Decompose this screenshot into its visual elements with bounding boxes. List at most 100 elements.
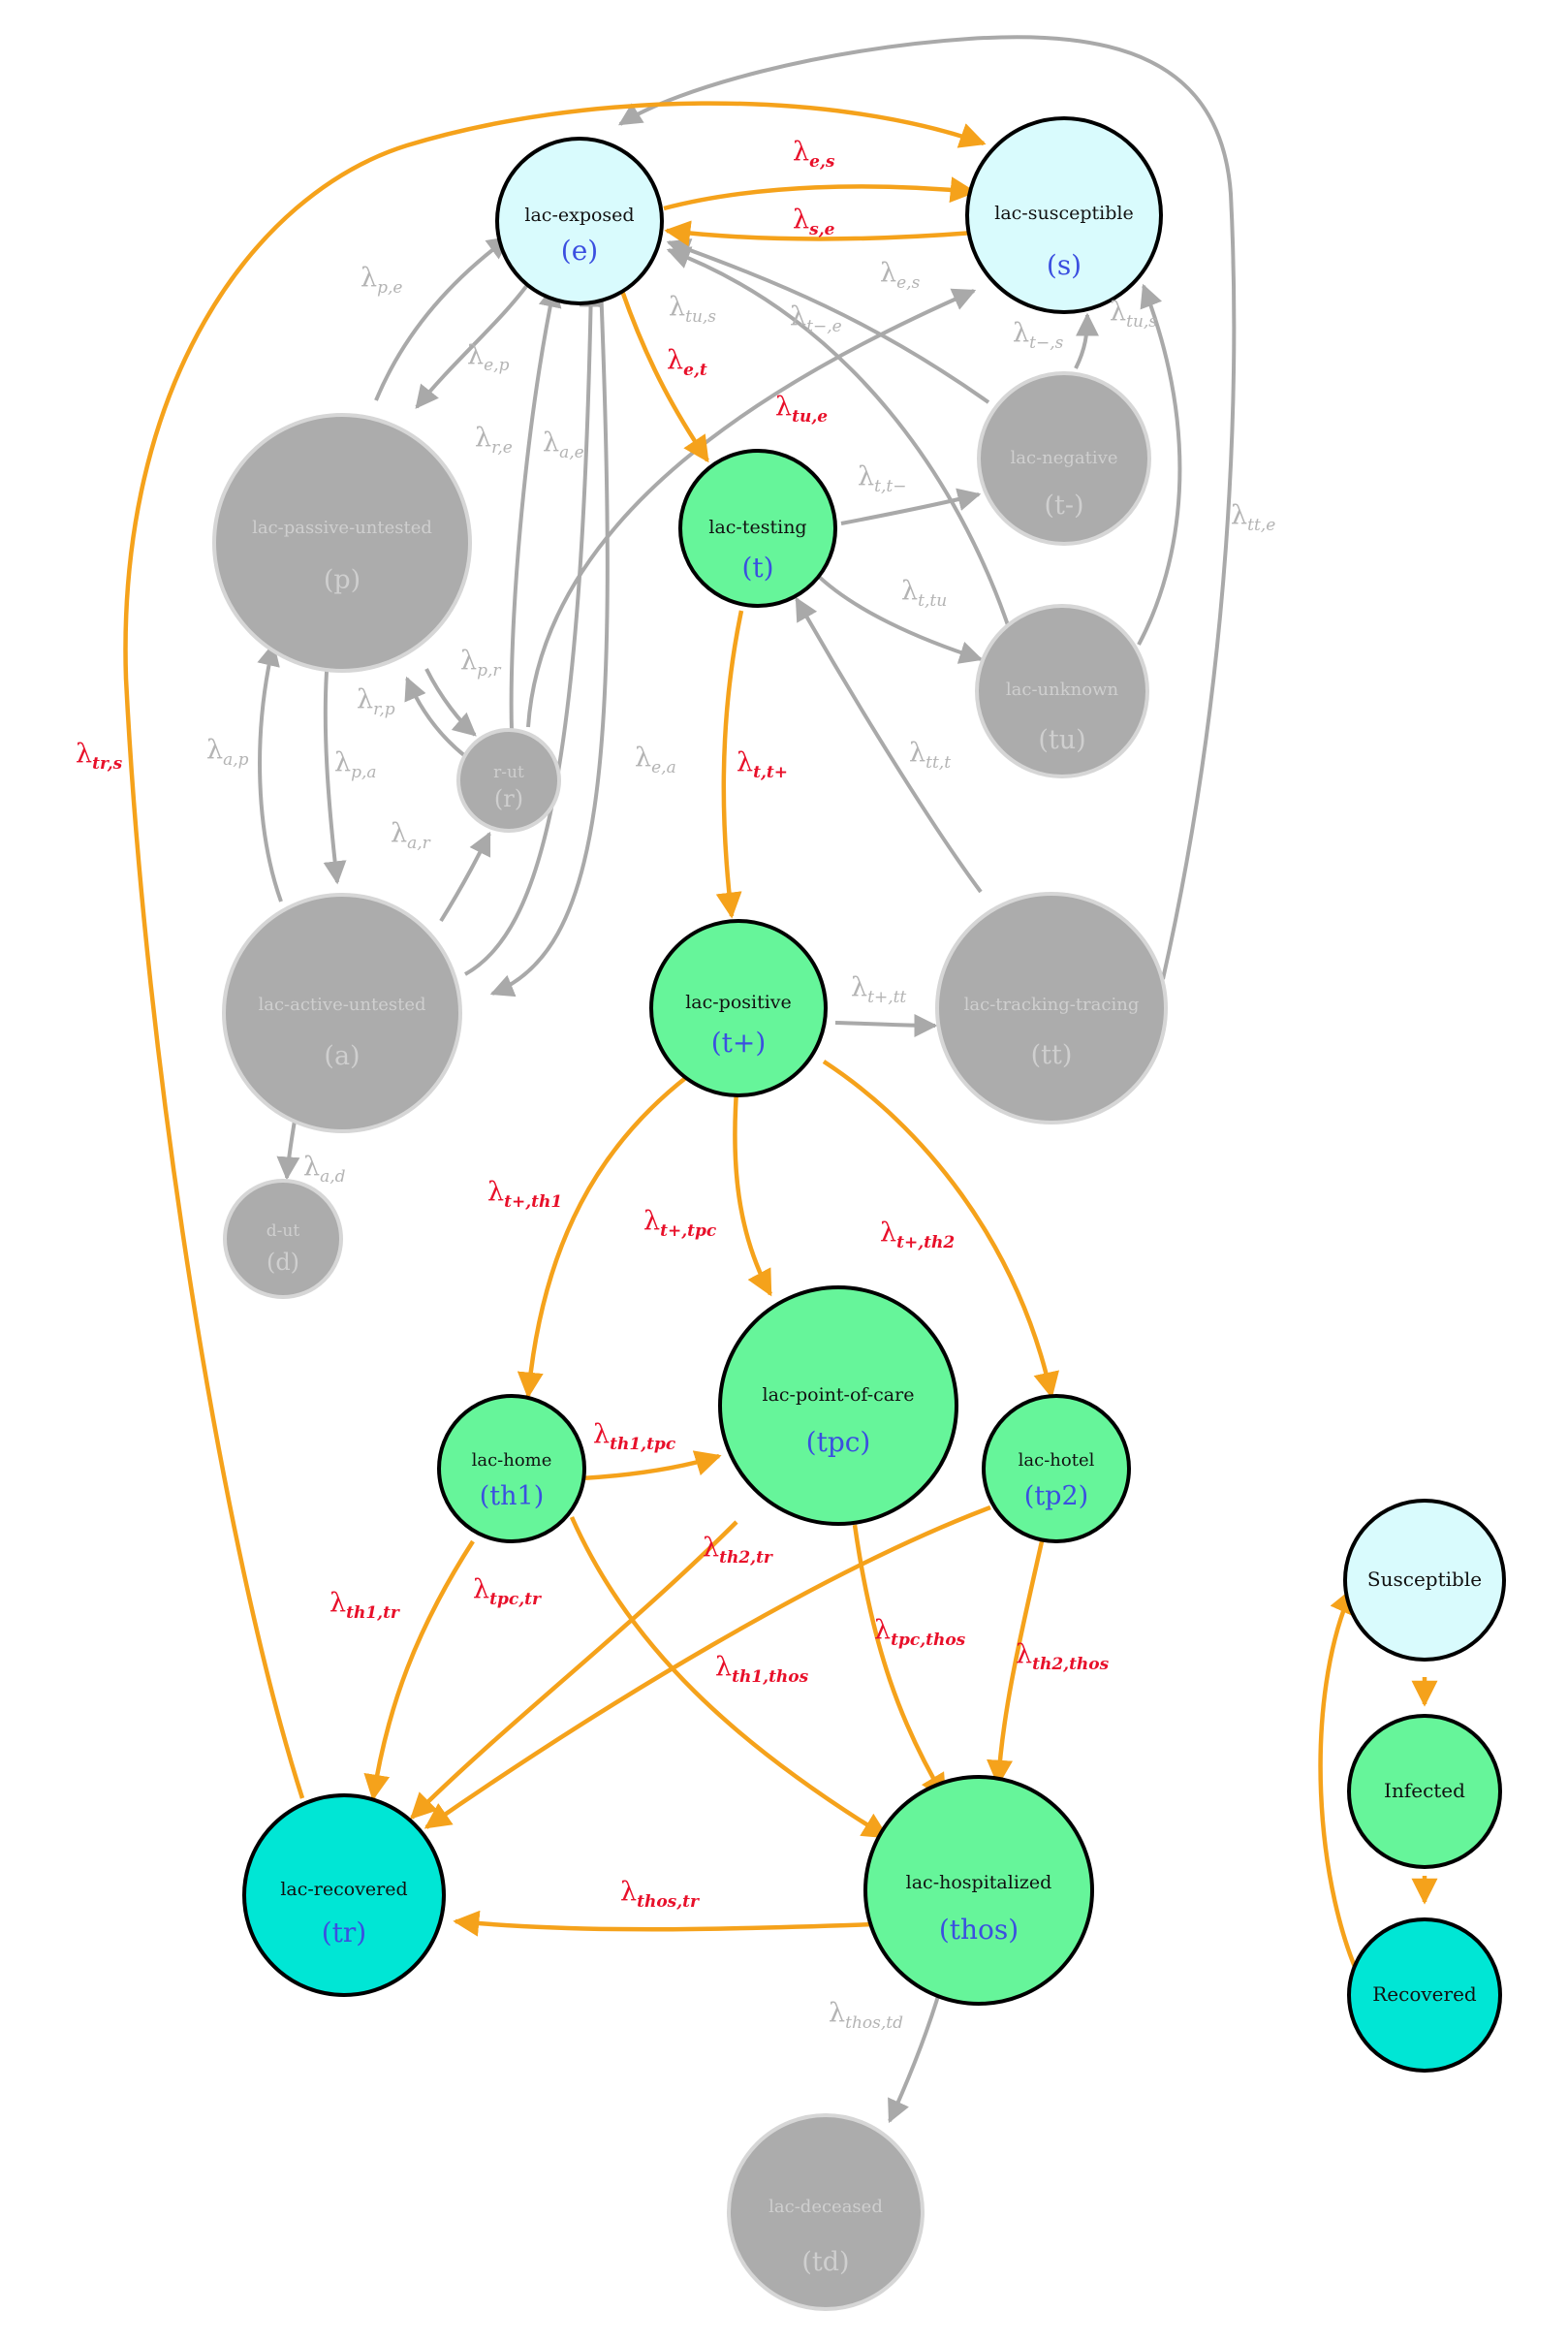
node-testing-name: lac-testing: [708, 517, 806, 538]
node-exposed-abbrev: (e): [561, 235, 598, 267]
legend-edge-recovered-to-susceptible: [1318, 1587, 1368, 1994]
node-passive-untested-name: lac-passive-untested: [252, 518, 432, 538]
edge-r-to-s: [526, 288, 977, 728]
node-negative-abbrev: (t-): [1044, 491, 1083, 521]
legend-susceptible: Susceptible: [1343, 1499, 1506, 1662]
node-unknown[interactable]: lac-unknown (tu): [975, 604, 1149, 778]
rate-label: λth1,tpc: [593, 1419, 676, 1454]
edge-e-to-a: [489, 285, 610, 998]
node-passive-untested-abbrev: (p): [324, 565, 361, 595]
nodes: lac-exposed (e) lac-susceptible (s) lac-…: [212, 116, 1168, 2311]
edge-tpc-to-thos: [852, 1524, 947, 1801]
node-susceptible-abbrev: (s): [1047, 249, 1082, 281]
rate-label: λtr,s: [76, 739, 123, 774]
legend-infected-label: Infected: [1384, 1779, 1465, 1802]
edge-s-to-e: [664, 220, 975, 247]
edge-tu-to-s: [1137, 283, 1182, 646]
rate-label: λt,t+: [737, 747, 788, 782]
rate-label: λe,a: [635, 743, 676, 777]
active-edges: [123, 101, 1438, 1994]
node-d-ut-abbrev: (d): [267, 1249, 299, 1276]
rate-label: λa,r: [391, 818, 431, 853]
rate-label: λthos,tr: [620, 1877, 700, 1912]
legend-recovered: Recovered: [1347, 1917, 1502, 2073]
edge-tneg-to-s: [1074, 312, 1099, 369]
edge-tpc-to-tr: [410, 1520, 738, 1820]
edge-e-to-t: [619, 290, 709, 463]
rate-label: λt−,e: [790, 301, 842, 336]
node-positive[interactable]: lac-positive (t+): [649, 919, 828, 1097]
node-passive-untested[interactable]: lac-passive-untested (p): [212, 413, 472, 673]
rate-label: λth2,tr: [703, 1533, 773, 1568]
node-active-untested-name: lac-active-untested: [258, 995, 425, 1015]
legend: Susceptible Infected Recovered: [1343, 1499, 1506, 2073]
node-tracking-tracing-name: lac-tracking-tracing: [964, 995, 1140, 1015]
rate-label: λe,s: [793, 137, 835, 172]
node-testing[interactable]: lac-testing (t): [678, 449, 837, 608]
node-point-of-care-abbrev: (tpc): [806, 1426, 871, 1458]
node-recovered-abbrev: (tr): [322, 1916, 366, 1948]
node-negative-name: lac-negative: [1011, 448, 1118, 468]
node-point-of-care-name: lac-point-of-care: [763, 1384, 915, 1406]
edge-tt-to-t: [795, 596, 983, 894]
legend-susceptible-label: Susceptible: [1367, 1568, 1482, 1591]
edge-tpos-to-th1: [517, 1074, 690, 1399]
node-home[interactable]: lac-home (th1): [437, 1394, 586, 1543]
node-susceptible-name: lac-susceptible: [994, 203, 1133, 224]
edge-th1-to-tpc: [580, 1450, 722, 1481]
node-hotel[interactable]: lac-hotel (tp2): [982, 1394, 1131, 1543]
legend-infected: Infected: [1347, 1714, 1502, 1869]
node-d-ut-name: d-ut: [267, 1221, 300, 1241]
rate-label: λt+,tpc: [643, 1206, 717, 1241]
node-deceased[interactable]: lac-deceased (td): [727, 2113, 925, 2311]
edge-e-to-s: [663, 176, 977, 211]
edge-tpos-to-tt: [834, 1013, 938, 1037]
rate-label: λp,r: [460, 646, 501, 681]
edge-r-to-p: [404, 676, 467, 758]
edge-a-to-r: [439, 831, 491, 923]
rate-label: λt+,th2: [880, 1218, 955, 1252]
edge-p-to-r: [424, 668, 477, 737]
node-home-abbrev: (th1): [480, 1481, 545, 1511]
rate-label: λa,p: [206, 735, 249, 770]
node-hospitalized-abbrev: (thos): [939, 1914, 1019, 1946]
node-recovered[interactable]: lac-recovered (tr): [242, 1793, 446, 1997]
rate-label: λtu,s: [1110, 297, 1157, 332]
rate-label: λr,p: [357, 684, 395, 719]
rate-label: λtu,e: [775, 392, 828, 427]
rate-label: λtpc,tr: [473, 1574, 542, 1609]
edge-tpos-to-tpc: [733, 1090, 772, 1297]
node-d-ut[interactable]: d-ut (d): [223, 1179, 343, 1299]
rate-label: λt+,tt: [851, 972, 906, 1007]
node-hotel-abbrev: (tp2): [1024, 1481, 1088, 1511]
edge-tt-to-e: [617, 35, 1237, 980]
node-active-untested-abbrev: (a): [324, 1041, 360, 1071]
node-deceased-name: lac-deceased: [768, 2197, 883, 2217]
edge-tr-to-s: [123, 101, 987, 1799]
node-testing-abbrev: (t): [741, 552, 773, 584]
node-hospitalized[interactable]: lac-hospitalized (thos): [863, 1775, 1094, 2006]
node-exposed[interactable]: lac-exposed (e): [495, 137, 664, 305]
rate-label: λe,t: [667, 345, 707, 380]
node-active-untested[interactable]: lac-active-untested (a): [222, 893, 462, 1133]
edge-t-to-tpos: [715, 610, 744, 919]
rate-label: λt−,s: [1013, 318, 1064, 353]
rate-label: λe,p: [467, 340, 510, 375]
edge-a-to-p: [257, 642, 283, 903]
node-susceptible[interactable]: lac-susceptible (s): [965, 116, 1163, 314]
rate-label: λr,e: [475, 423, 513, 458]
node-r-ut-name: r-ut: [493, 763, 524, 782]
node-r-ut[interactable]: r-ut (r): [456, 728, 561, 833]
node-positive-abbrev: (t+): [711, 1027, 767, 1059]
edge-p-to-e: [374, 236, 511, 401]
rate-label: λtpc,thos: [874, 1615, 966, 1650]
edge-e-to-p: [415, 272, 537, 409]
node-point-of-care[interactable]: lac-point-of-care (tpc): [718, 1285, 958, 1526]
node-tracking-tracing[interactable]: lac-tracking-tracing (tt): [935, 892, 1168, 1124]
node-negative[interactable]: lac-negative (t-): [977, 371, 1151, 546]
node-r-ut-abbrev: (r): [494, 785, 523, 812]
edge-r-to-e: [509, 283, 562, 732]
rate-label: λth2,thos: [1016, 1639, 1110, 1674]
node-tracking-tracing-abbrev: (tt): [1031, 1040, 1073, 1070]
